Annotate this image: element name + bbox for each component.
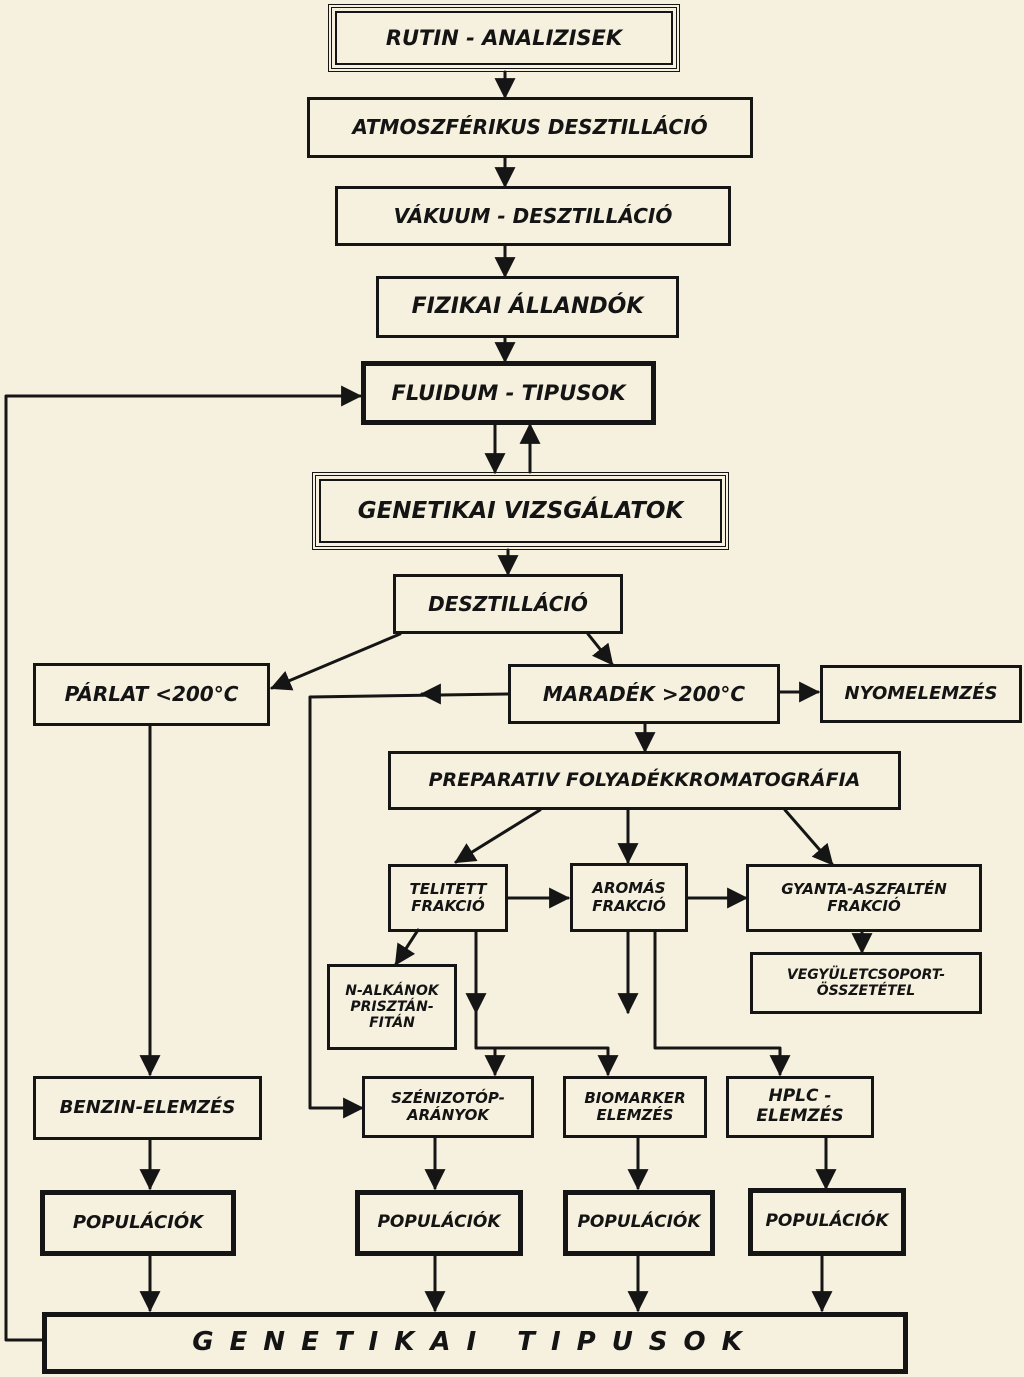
node-gentipusok: GENETIKAI TIPUSOK [42, 1312, 908, 1374]
node-aromas: AROMÁS FRAKCIÓ [570, 863, 688, 932]
arrow-preparativ-gyanta [783, 808, 834, 866]
node-telitett: TELITETT FRAKCIÓ [388, 864, 508, 932]
node-nalkanok: N-ALKÁNOK PRISZTÁN- FITÁN [327, 964, 457, 1050]
node-fizikai: FIZIKAI ÁLLANDÓK [376, 276, 679, 338]
node-preparativ: PREPARATIV FOLYADÉKKROMATOGRÁFIA [388, 751, 901, 810]
node-rutin: RUTIN - ANALIZISEK [328, 4, 680, 72]
line-bus-biomarker [493, 1046, 619, 1077]
arrow-preparativ-telitett [454, 808, 542, 864]
node-maradek: MARADÉK >200°C [508, 664, 780, 724]
arrow-deszt-parlat [270, 632, 402, 691]
node-pop4: POPULÁCIÓK [748, 1188, 906, 1256]
arrow-deszt-maradek [586, 632, 614, 666]
node-atmo: ATMOSZFÉRIKUS DESZTILLÁCIÓ [307, 97, 753, 158]
node-nyomelem: NYOMELEMZÉS [820, 665, 1022, 723]
node-vakuum: VÁKUUM - DESZTILLÁCIÓ [335, 186, 731, 246]
node-pop3: POPULÁCIÓK [563, 1190, 715, 1256]
node-szenizotop: SZÉNIZOTÓP- ARÁNYOK [362, 1076, 534, 1138]
node-pop2: POPULÁCIÓK [355, 1190, 523, 1256]
node-parlat: PÁRLAT <200°C [33, 663, 270, 726]
node-pop1: POPULÁCIÓK [40, 1190, 236, 1256]
node-biomarker: BIOMARKER ELEMZÉS [563, 1076, 707, 1138]
line-aromas-hplc [653, 930, 791, 1077]
node-gyanta: GYANTA-ASZFALTÉN FRAKCIÓ [746, 864, 982, 932]
node-hplc: HPLC - ELEMZÉS [726, 1076, 874, 1138]
line-maradek-loop [308, 692, 510, 1119]
node-genvizsg: GENETIKAI VIZSGÁLATOK [312, 472, 729, 550]
line-telitett-szenizotop [474, 930, 506, 1077]
arrow-telitett-nalkanok [394, 928, 420, 966]
line-feedback-loop [4, 385, 363, 1342]
node-vegyulet: VEGYÜLETCSOPORT- ÖSSZETÉTEL [750, 952, 982, 1014]
node-benzin: BENZIN-ELEMZÉS [33, 1076, 262, 1140]
node-fluidum: FLUIDUM - TIPUSOK [361, 361, 656, 425]
node-deszt: DESZTILLÁCIÓ [393, 574, 623, 634]
